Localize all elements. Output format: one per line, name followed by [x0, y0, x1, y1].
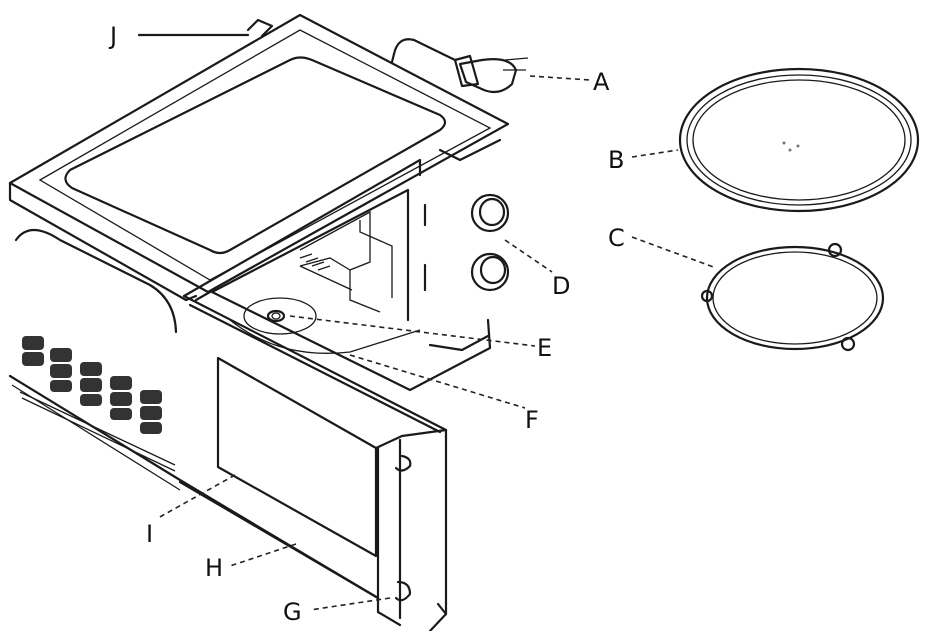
microwave-body — [8, 13, 510, 600]
label-j: J — [108, 22, 117, 50]
label-i: I — [146, 520, 153, 548]
label-h: H — [205, 554, 223, 582]
glass-tray — [678, 67, 920, 213]
leader-lines — [137, 33, 717, 611]
door — [178, 294, 448, 631]
side-vents — [19, 336, 176, 472]
label-f: F — [525, 406, 539, 434]
power-plug — [390, 38, 529, 94]
control-knobs — [423, 193, 510, 292]
label-g: G — [283, 598, 302, 626]
label-e: E — [537, 334, 552, 362]
label-d: D — [552, 272, 570, 300]
label-a: A — [593, 68, 610, 96]
roller-ring — [700, 242, 885, 352]
label-c: C — [608, 224, 625, 252]
label-b: B — [608, 146, 624, 174]
